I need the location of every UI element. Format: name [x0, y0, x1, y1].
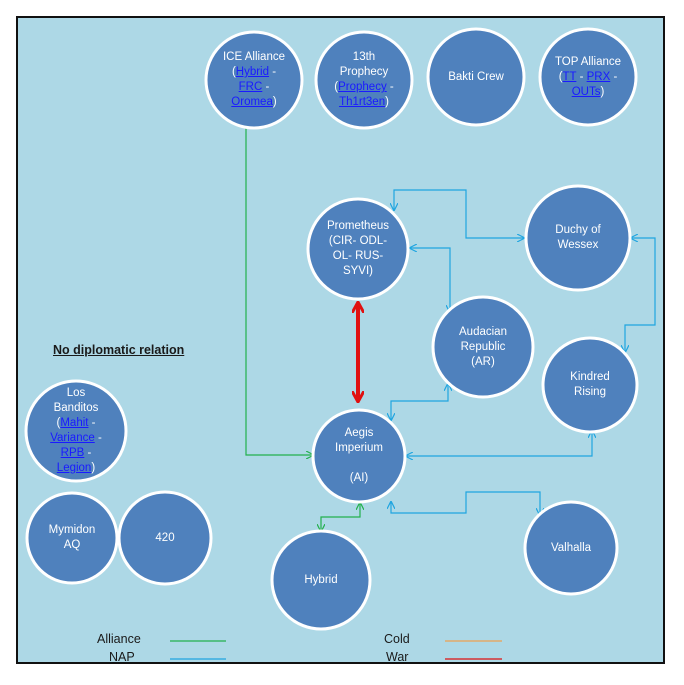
node-label-line: Legion) — [57, 461, 95, 476]
member-link-hybrid[interactable]: Hybrid — [235, 66, 270, 78]
member-link-prx[interactable]: PRX — [586, 70, 611, 83]
member-link-outs[interactable]: OUTs — [571, 85, 601, 98]
node-label-line: (Prophecy - — [334, 80, 393, 95]
node-bakti — [426, 27, 526, 127]
member-link-tt[interactable]: TT — [562, 70, 577, 83]
legend-label-nap: NAP — [109, 650, 135, 664]
member-link-mahit[interactable]: Mahit — [60, 417, 89, 429]
node-kindred — [541, 336, 639, 434]
node-label-line: Oromea) — [231, 95, 276, 110]
edge-kindred-aegis-nap — [406, 431, 592, 456]
node-prophecy13 — [314, 30, 414, 130]
node-mymidon — [25, 491, 119, 585]
edge-ice-aegis-alliance — [245, 104, 313, 455]
node-n420 — [117, 490, 213, 586]
member-link-oromea[interactable]: Oromea — [231, 96, 273, 108]
legend-label-cold: Cold — [384, 632, 410, 646]
node-top — [538, 27, 638, 127]
edge-duchy-kindred-nap — [625, 238, 656, 352]
member-link-th1rt3en[interactable]: Th1rt3en — [339, 96, 386, 108]
node-valhalla — [523, 500, 619, 596]
member-link-legion[interactable]: Legion — [56, 462, 92, 474]
node-hybrid — [270, 529, 372, 631]
node-ice — [204, 30, 304, 130]
edge-valhalla-aegis-nap — [391, 491, 540, 515]
no-diplomatic-relation-label: No diplomatic relation — [53, 343, 185, 357]
node-losbanditos — [24, 379, 128, 483]
legend-label-war: War — [386, 650, 409, 664]
node-label-line: (TT - PRX - — [559, 70, 618, 85]
node-label-line: Variance - — [50, 431, 102, 446]
node-aegis — [311, 408, 407, 504]
member-link-rpb[interactable]: RPB — [60, 447, 85, 459]
node-label-line: OUTs) — [572, 85, 605, 100]
member-link-variance[interactable]: Variance — [50, 432, 95, 444]
node-audacian — [431, 295, 535, 399]
node-label-line: Th1rt3en) — [339, 95, 389, 110]
edge-prometheus-audacian-nap — [410, 248, 450, 312]
edge-audacian-aegis-nap — [391, 384, 448, 420]
member-link-frc[interactable]: FRC — [238, 81, 263, 93]
edge-hybrid-aegis-alliance — [321, 503, 360, 531]
node-prometheus — [306, 197, 410, 301]
edge-prometheus-duchy-nap — [394, 189, 524, 238]
legend-label-alliance: Alliance — [97, 632, 141, 646]
node-duchy — [524, 184, 632, 292]
member-link-prophecy[interactable]: Prophecy — [338, 81, 387, 93]
